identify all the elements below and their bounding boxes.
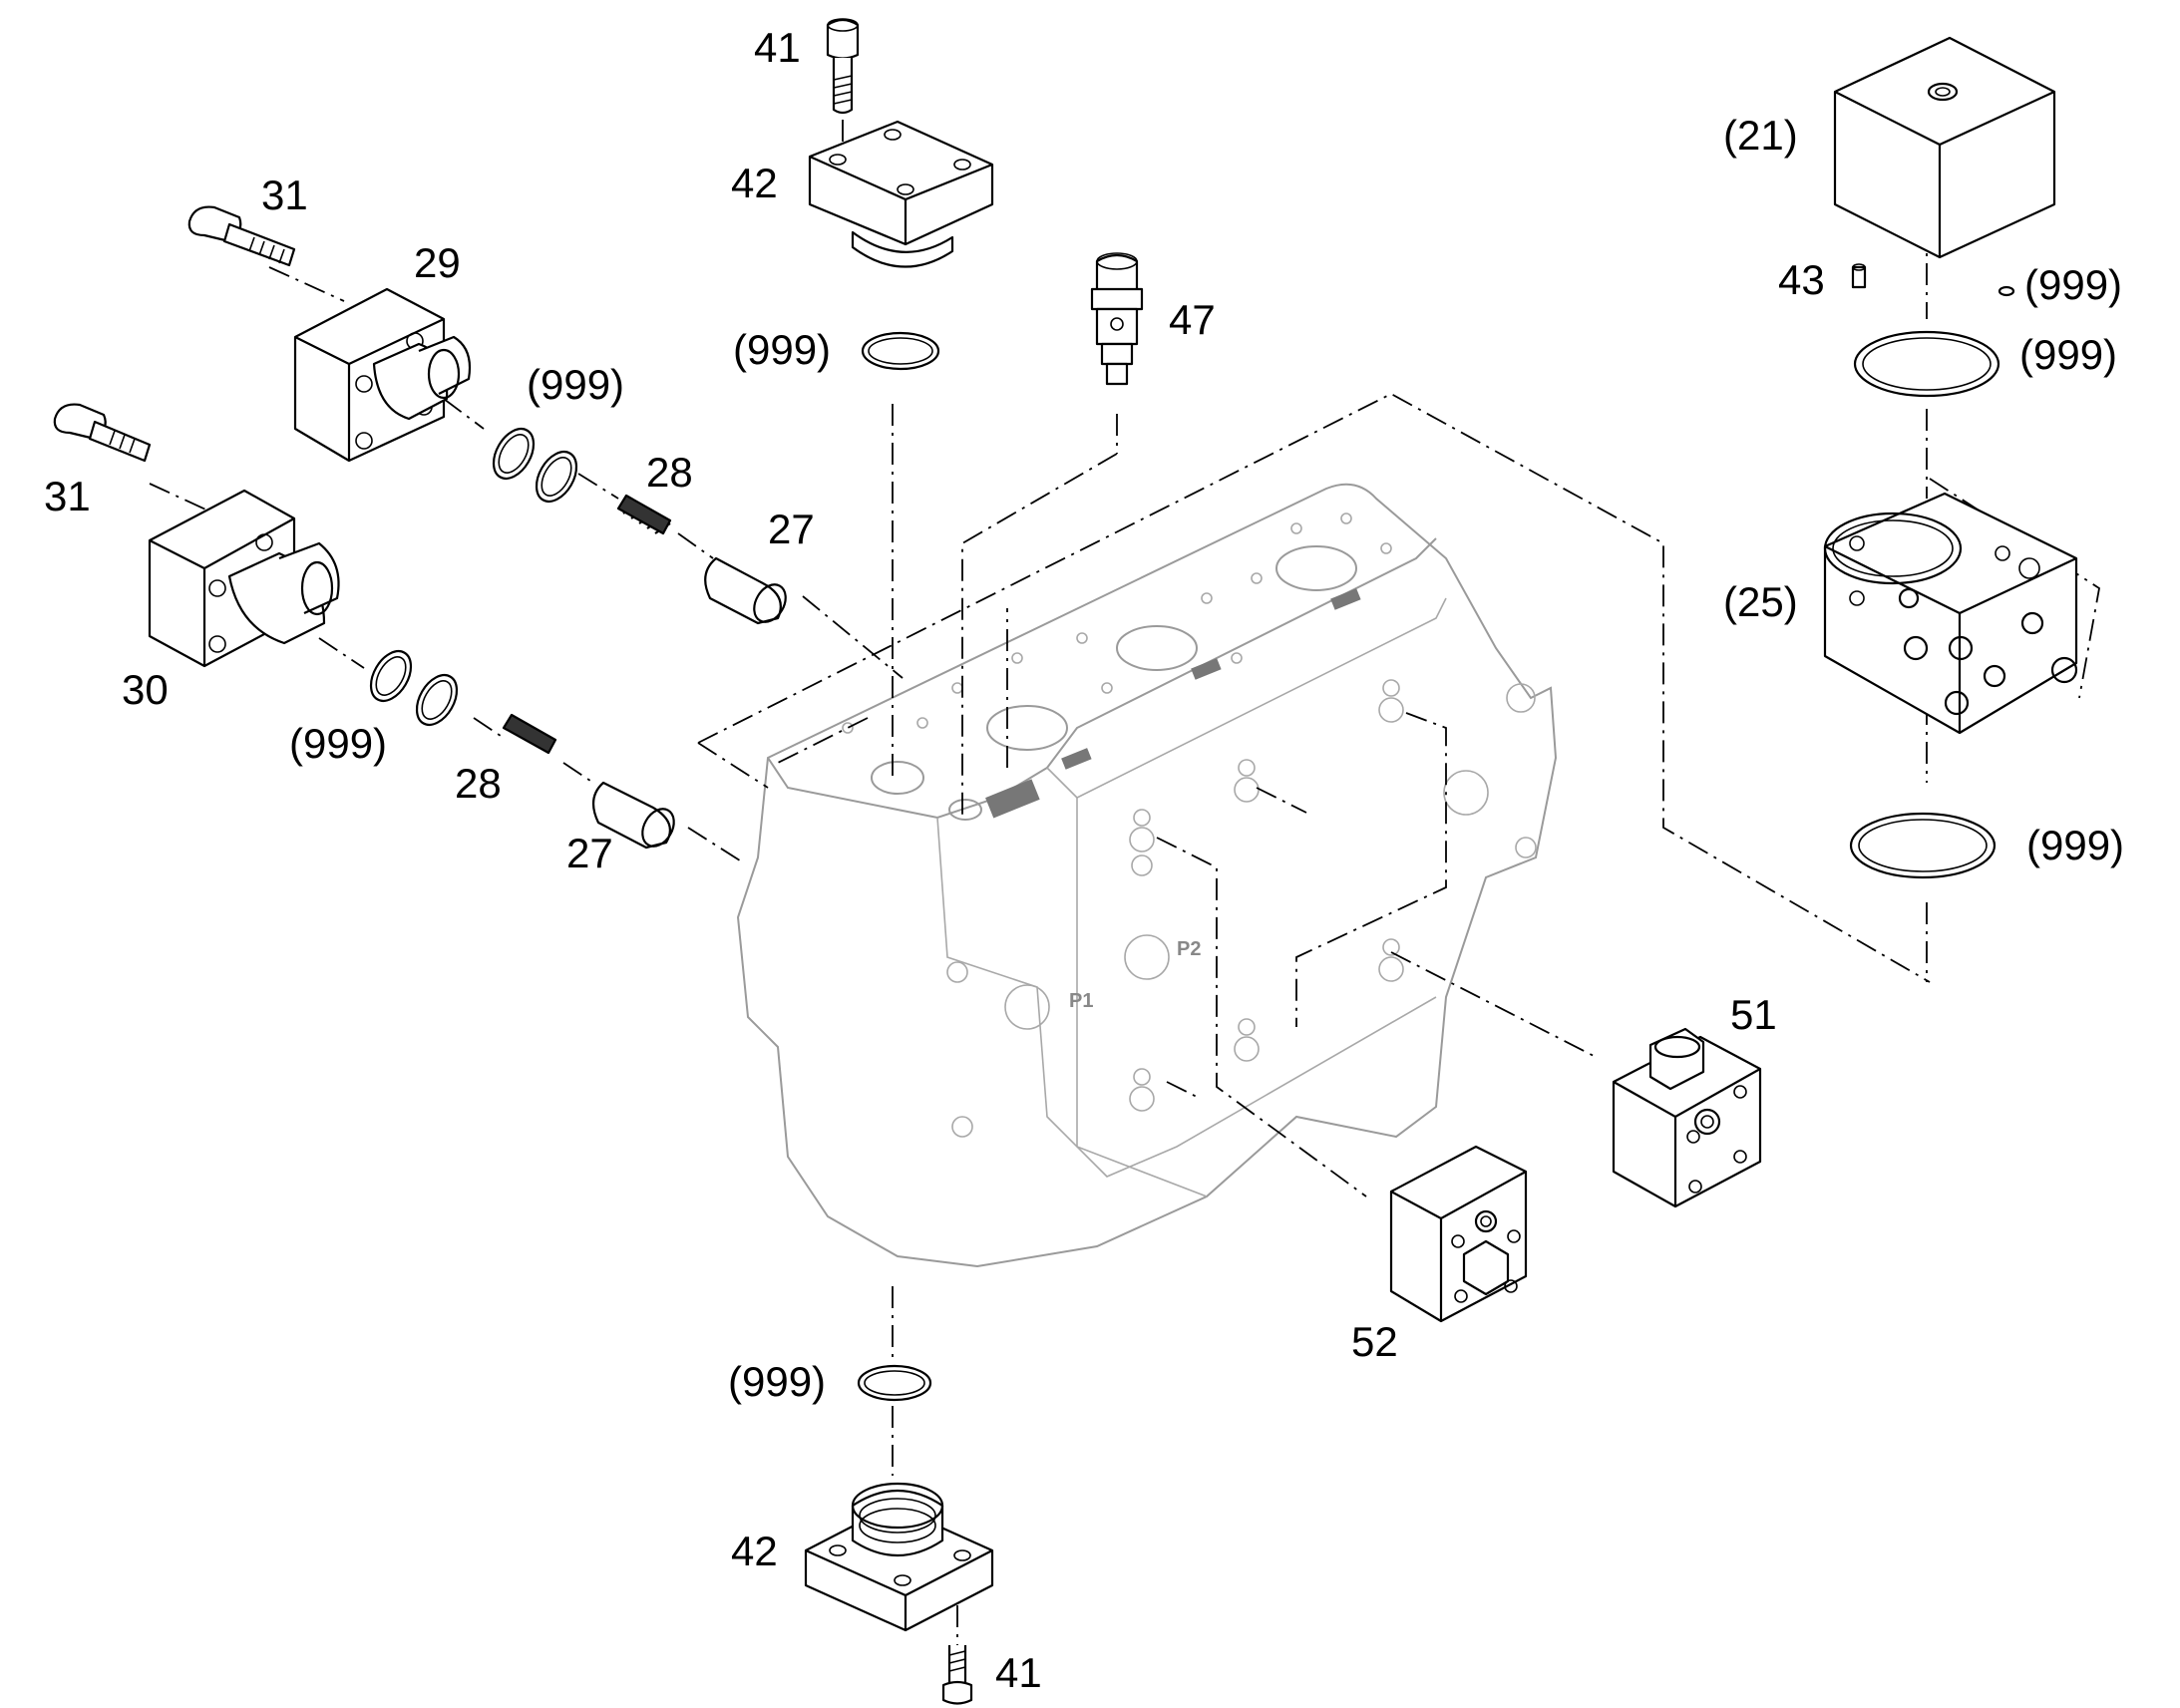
port-p1-mark: P1 [1069,990,1093,1012]
label-27-lower: 27 [566,830,613,876]
label-51: 51 [1730,991,1777,1038]
cover-42-top [808,120,994,268]
block-52 [1389,1145,1528,1323]
oring-999-right-1 [1853,330,2000,398]
part-labels: 41 42 (999) 47 31 29 (999) 28 27 31 30 (… [44,24,2124,1696]
label-999-right-ring1: (999) [2019,331,2117,378]
block-25 [1823,492,2078,735]
valve-block-30 [148,489,340,668]
piston-27-lower [591,781,675,850]
spring-28-lower [502,713,557,755]
label-27-upper: 27 [768,506,815,552]
block-51 [1612,1027,1762,1208]
label-999-right-ring2: (999) [2026,822,2124,868]
label-21: (21) [1723,112,1798,159]
orings-999-upper [492,428,578,503]
valve-block-29 [293,287,472,463]
plug-43 [1851,263,1867,289]
cartridge-47 [1090,252,1144,386]
valve-body: P1 P2 [736,483,1558,1268]
label-52: 52 [1351,1318,1398,1365]
orings-999-lower [369,650,459,726]
assembly-lines [149,120,2100,1650]
label-999-right-small: (999) [2024,261,2122,308]
port-p2-mark: P2 [1177,938,1201,960]
oring-999-bottom [857,1364,932,1402]
oring-999-top [861,331,940,371]
label-42-top: 42 [731,160,778,206]
label-999-bottom: (999) [728,1358,826,1405]
label-43: 43 [1778,256,1825,303]
label-999-top-left: (999) [733,326,831,373]
label-31-upper: 31 [261,171,308,218]
label-28-lower: 28 [455,760,502,807]
piston-27-upper [704,556,787,625]
bolt-31-upper [187,205,296,267]
block-21 [1833,36,2056,259]
spring-28-upper [616,494,672,535]
label-25: (25) [1723,578,1798,625]
label-30: 30 [122,666,169,713]
bolt-41-bottom [941,1645,973,1705]
cover-42-bottom [804,1482,994,1632]
label-999-upper-mid: (999) [527,361,624,408]
label-47: 47 [1169,296,1216,343]
label-41-top: 41 [754,24,801,71]
label-41-bottom: 41 [995,1649,1042,1696]
label-42-bottom: 42 [731,1528,778,1574]
oring-999-right-2 [1849,812,1997,879]
label-29: 29 [414,239,461,286]
label-31-lower: 31 [44,473,91,519]
label-999-lower-mid: (999) [289,720,387,767]
bolt-31-lower [53,403,152,463]
bolt-41-top [826,18,860,115]
label-28-upper: 28 [646,449,693,496]
oring-999-small [1998,285,2015,297]
